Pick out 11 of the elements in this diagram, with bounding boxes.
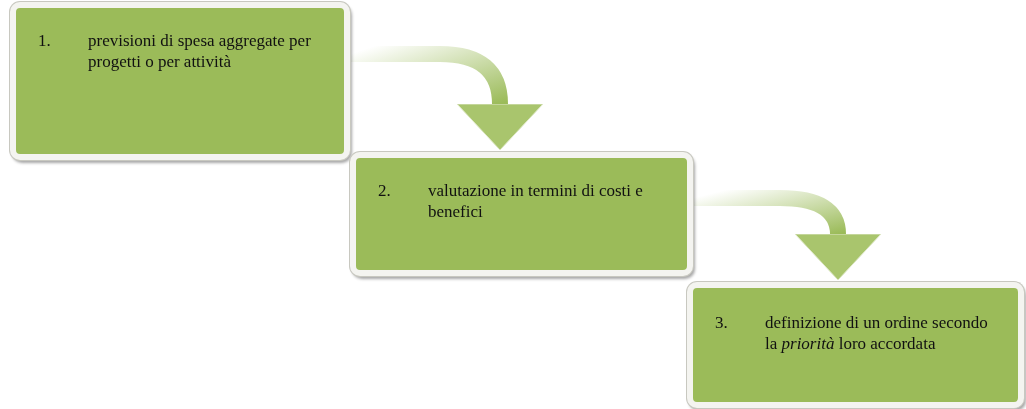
- step-text: previsioni di spesa aggregate per progetti o per attività: [88, 30, 312, 73]
- curved-arrow: [693, 190, 882, 281]
- step-number: 1.: [38, 30, 52, 52]
- step-box: [687, 282, 1024, 408]
- step-number: 2.: [378, 180, 392, 202]
- curved-arrow: [350, 46, 544, 151]
- step-text: valutazione in termini di costi e benefici: [428, 180, 644, 223]
- step-box: [350, 152, 693, 276]
- step-box: [10, 2, 350, 160]
- step-number: 3.: [715, 312, 729, 334]
- step-text: definizione di un ordine secondo la priorità loro accordata: [765, 312, 989, 355]
